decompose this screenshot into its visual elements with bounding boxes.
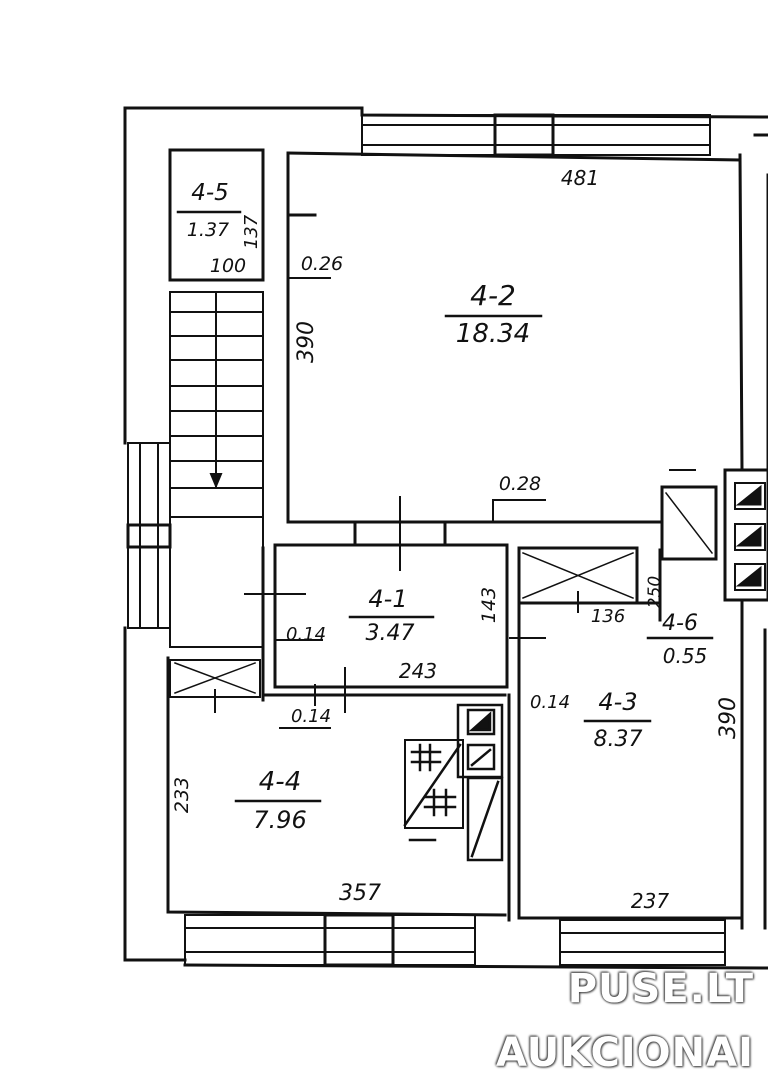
wall-line — [738, 153, 744, 472]
room-4-2-walls — [286, 151, 664, 524]
staircase — [169, 291, 306, 648]
ventilation-box — [660, 469, 718, 561]
dimension-137: 137 — [241, 214, 262, 249]
dimension-0-14-room-4-3: 0.14 — [530, 692, 570, 713]
room-4-5-area: 1.37 — [187, 219, 229, 241]
dimension-136: 136 — [591, 606, 625, 627]
dimension-0-28: 0.28 — [499, 473, 541, 495]
chimney-4-4 — [403, 703, 504, 862]
dimension-390-left: 390 — [294, 321, 319, 363]
dimension-390-right: 390 — [716, 697, 741, 739]
bottom-window-left — [184, 913, 476, 967]
room-4-3-area: 8.37 — [594, 727, 643, 752]
room-4-4-area: 7.96 — [253, 806, 306, 834]
room-4-1-label: 4-1 — [368, 585, 407, 613]
room-4-5-label: 4-5 — [191, 180, 229, 206]
room-4-2-label: 4-2 — [470, 279, 516, 312]
dimension-250: 250 — [645, 576, 665, 608]
dimension-357: 357 — [339, 881, 381, 906]
room-4-3-label: 4-3 — [598, 688, 637, 716]
bottom-window-right — [559, 919, 726, 966]
watermark-line-1: PUSE.LT — [567, 966, 754, 1012]
dimension-233: 233 — [171, 777, 193, 813]
room-4-1-outline — [273, 543, 509, 689]
dimension-0-26: 0.26 — [301, 253, 343, 275]
watermark-line-2: AUKCIONAI — [496, 1030, 754, 1076]
dimension-237: 237 — [631, 889, 669, 913]
room-4-6-outline — [509, 546, 662, 639]
room-4-3-walls — [517, 601, 744, 920]
room-4-2-area: 18.34 — [456, 319, 530, 349]
dimension-0-14-room-4-4: 0.14 — [291, 706, 331, 727]
dimension-243: 243 — [399, 659, 437, 683]
room-4-4-label: 4-4 — [259, 767, 301, 797]
dimension-143: 143 — [478, 587, 500, 623]
room-4-6-label: 4-6 — [662, 611, 698, 636]
room-4-1-area: 3.47 — [366, 621, 415, 646]
top-window — [361, 113, 711, 157]
chimney-blocks — [723, 468, 768, 602]
dimension-0-14-room-4-1: 0.14 — [286, 624, 326, 645]
room-4-6-area: 0.55 — [663, 644, 708, 668]
room-4-2-top — [286, 151, 742, 162]
room-4-5-outline — [168, 148, 265, 282]
left-window — [126, 442, 172, 629]
dimension-481: 481 — [561, 166, 599, 190]
dimension-100: 100 — [210, 255, 246, 277]
